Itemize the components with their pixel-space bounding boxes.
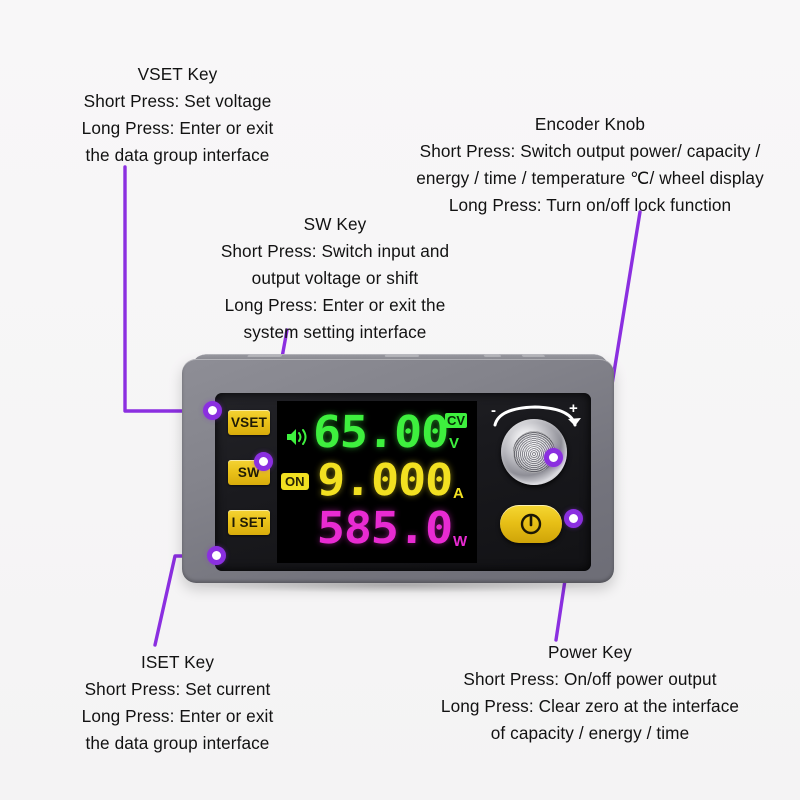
lcd-display: 65.00 CV V ON 9.000 A 585.0 W bbox=[277, 401, 477, 563]
callout-power-line-2: Long Press: Clear zero at the interface bbox=[440, 696, 740, 716]
rotate-cw-arrow-icon bbox=[493, 405, 581, 427]
callout-encoder-title: Encoder Knob bbox=[534, 114, 646, 134]
callout-encoder-line-1: Short Press: Switch output power/ capaci… bbox=[419, 141, 761, 161]
iset-key-button[interactable]: I SET bbox=[228, 510, 270, 535]
callout-iset-line-1: Short Press: Set current bbox=[84, 679, 271, 699]
lcd-cv-tag: CV bbox=[445, 413, 468, 428]
lcd-on-tag: ON bbox=[281, 473, 309, 490]
vset-key-label: VSET bbox=[230, 415, 268, 430]
callout-power: Power Key Short Press: On/off power outp… bbox=[395, 638, 785, 747]
callout-sw-line-2: output voltage or shift bbox=[251, 268, 419, 288]
callout-sw: SW Key Short Press: Switch input and out… bbox=[190, 210, 480, 346]
callout-dot-encoder[interactable] bbox=[544, 448, 563, 467]
callout-dot-iset[interactable] bbox=[207, 546, 226, 565]
callout-encoder: Encoder Knob Short Press: Switch output … bbox=[390, 110, 790, 219]
power-symbol-icon bbox=[520, 513, 542, 535]
dc-power-supply-module: VSET SW I SET 65.00 bbox=[178, 345, 618, 595]
sw-key-button[interactable]: SW bbox=[228, 460, 270, 485]
callout-vset-title: VSET Key bbox=[137, 64, 218, 84]
callout-encoder-line-3: Long Press: Turn on/off lock function bbox=[448, 195, 732, 215]
lcd-current-value: 9.000 bbox=[316, 455, 454, 506]
lcd-voltage-value: 65.00 bbox=[312, 407, 450, 458]
encoder-minus-label: - bbox=[491, 402, 496, 419]
callout-iset-title: ISET Key bbox=[140, 652, 215, 672]
callout-iset-line-3: the data group interface bbox=[85, 733, 270, 753]
callout-encoder-line-2: energy / time / temperature ℃/ wheel dis… bbox=[416, 168, 764, 188]
callout-iset: ISET Key Short Press: Set current Long P… bbox=[35, 648, 320, 757]
callout-dot-power[interactable] bbox=[564, 509, 583, 528]
callout-vset: VSET Key Short Press: Set voltage Long P… bbox=[35, 60, 320, 169]
lcd-current-unit: A bbox=[453, 485, 464, 502]
device-front-face: VSET SW I SET 65.00 bbox=[215, 393, 591, 571]
callout-power-line-1: Short Press: On/off power output bbox=[463, 669, 717, 689]
power-key-button[interactable] bbox=[500, 505, 562, 543]
callout-power-title: Power Key bbox=[547, 642, 632, 662]
device-top-vent-4 bbox=[521, 354, 546, 357]
callout-dot-vset[interactable] bbox=[203, 401, 222, 420]
encoder-area: - + bbox=[483, 399, 587, 491]
lcd-power-value: 585.0 bbox=[316, 503, 454, 554]
callout-vset-line-1: Short Press: Set voltage bbox=[83, 91, 272, 111]
vset-key-button[interactable]: VSET bbox=[228, 410, 270, 435]
callout-sw-line-1: Short Press: Switch input and bbox=[220, 241, 450, 261]
device-top-vent-2 bbox=[384, 354, 420, 357]
device-top-vent-3 bbox=[483, 354, 502, 357]
device-bezel: VSET SW I SET 65.00 bbox=[182, 359, 614, 583]
sw-key-label: SW bbox=[237, 465, 261, 480]
lcd-power-unit: W bbox=[453, 533, 468, 550]
callout-dot-sw[interactable] bbox=[254, 452, 273, 471]
device-top-vent-1 bbox=[246, 354, 283, 357]
callout-vset-line-2: Long Press: Enter or exit bbox=[81, 118, 274, 138]
speaker-on-icon bbox=[287, 429, 307, 445]
encoder-plus-label: + bbox=[569, 400, 578, 417]
callout-vset-line-3: the data group interface bbox=[85, 145, 270, 165]
lcd-voltage-unit: V bbox=[449, 435, 460, 452]
callout-sw-line-4: system setting interface bbox=[243, 322, 427, 342]
iset-key-label: I SET bbox=[231, 515, 267, 530]
callout-iset-line-2: Long Press: Enter or exit bbox=[81, 706, 274, 726]
callout-power-line-3: of capacity / energy / time bbox=[490, 723, 690, 743]
callout-sw-title: SW Key bbox=[303, 214, 367, 234]
callout-sw-line-3: Long Press: Enter or exit the bbox=[224, 295, 446, 315]
